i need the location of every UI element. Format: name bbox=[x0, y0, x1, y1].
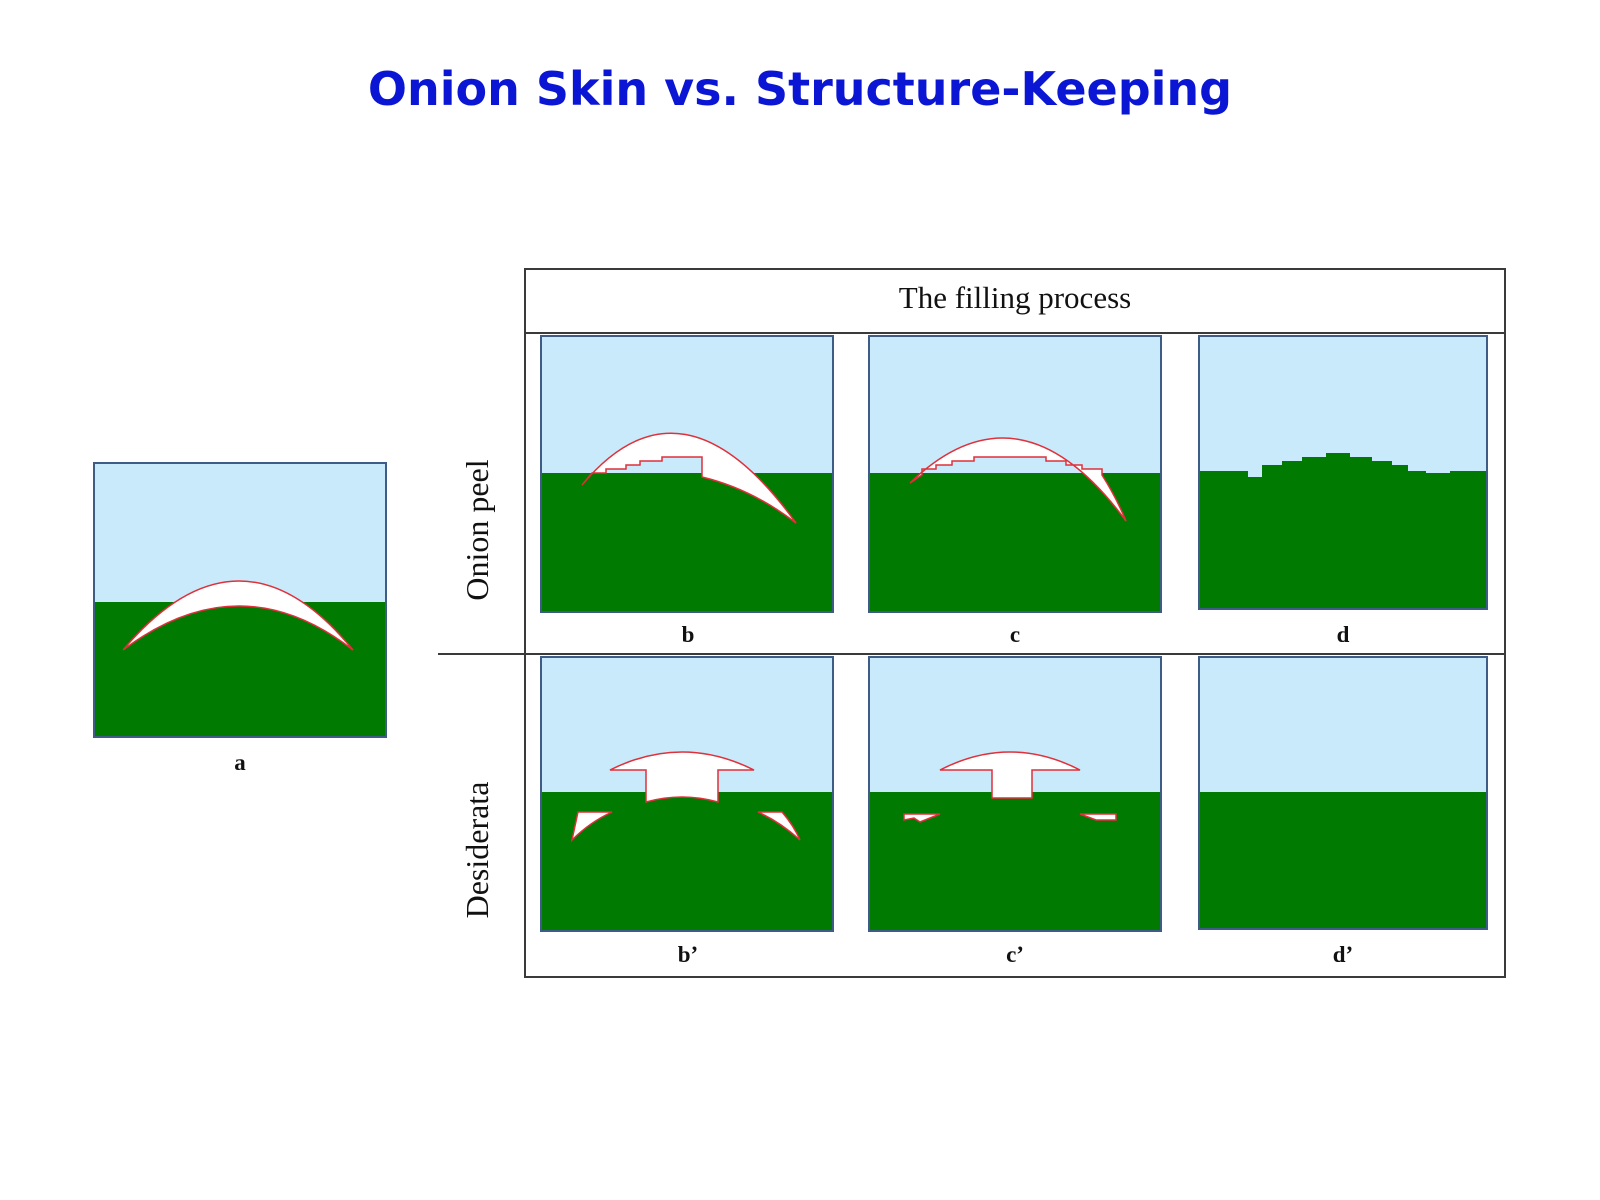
partially-filled-hole bbox=[581, 432, 797, 524]
panel-d-prime-illustration bbox=[1200, 658, 1486, 928]
panel-b-prime-illustration bbox=[542, 658, 832, 930]
cap-hole bbox=[609, 751, 755, 803]
stepped-ground bbox=[1200, 453, 1486, 608]
row-divider bbox=[438, 653, 1506, 655]
panel-c bbox=[868, 335, 1162, 613]
label-b-prime: b’ bbox=[677, 942, 699, 967]
panel-b bbox=[540, 335, 834, 613]
right-fragment bbox=[1079, 813, 1117, 821]
label-c: c bbox=[1009, 622, 1021, 647]
grid-header: The filling process bbox=[898, 280, 1132, 315]
panel-a-illustration bbox=[95, 464, 385, 736]
left-fragment bbox=[570, 811, 613, 843]
label-a: a bbox=[234, 750, 246, 775]
header-divider bbox=[524, 332, 1506, 334]
row-label-onion-peel: Onion peel bbox=[459, 459, 495, 601]
right-fragment bbox=[757, 811, 801, 841]
panel-c-illustration bbox=[870, 337, 1160, 611]
panel-d-illustration bbox=[1200, 337, 1486, 608]
panel-a bbox=[93, 462, 387, 738]
crescent-hole bbox=[122, 580, 354, 651]
panel-c-prime bbox=[868, 656, 1162, 932]
panel-d-prime bbox=[1198, 656, 1488, 930]
row-label-desiderata: Desiderata bbox=[459, 781, 495, 919]
ground-region bbox=[95, 602, 385, 736]
cap-hole bbox=[939, 751, 1081, 799]
panel-d bbox=[1198, 335, 1488, 610]
slide-title: Onion Skin vs. Structure-Keeping bbox=[367, 62, 1233, 116]
filling-process-frame bbox=[524, 268, 1506, 978]
flat-ground bbox=[1200, 792, 1486, 928]
label-b: b bbox=[681, 622, 695, 647]
label-d: d bbox=[1336, 622, 1350, 647]
left-fragment bbox=[903, 813, 941, 823]
panel-c-prime-illustration bbox=[870, 658, 1160, 930]
mostly-filled-hole bbox=[909, 437, 1127, 522]
label-d-prime: d’ bbox=[1332, 942, 1354, 967]
panel-b-illustration bbox=[542, 337, 832, 611]
label-c-prime: c’ bbox=[1006, 942, 1024, 967]
panel-b-prime bbox=[540, 656, 834, 932]
